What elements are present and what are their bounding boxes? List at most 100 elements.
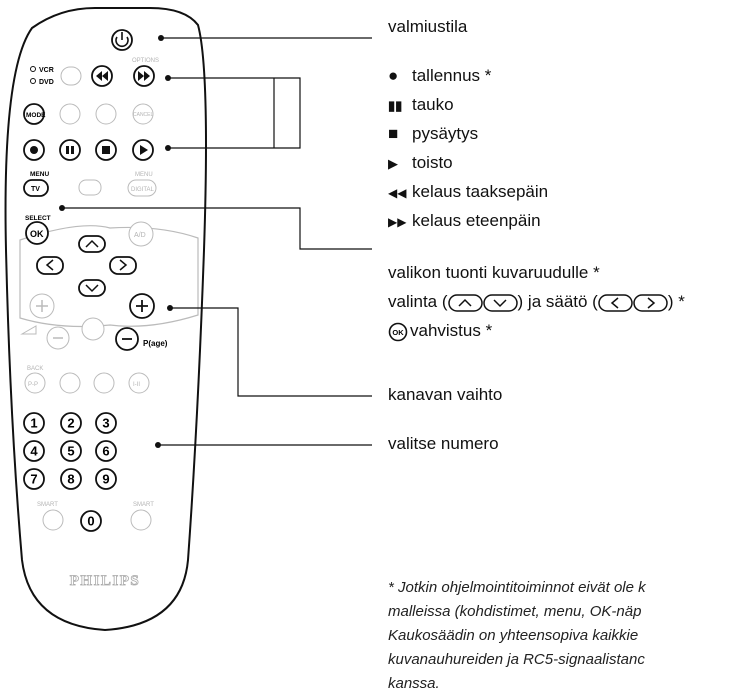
select-label: SELECT [25, 215, 51, 222]
forward-icon [138, 71, 150, 81]
legend-pause: ▮▮ tauko [388, 95, 454, 115]
rewind-symbol-icon: ◀◀ [388, 186, 407, 200]
digit-button-6[interactable] [95, 440, 117, 462]
left-right-cursor-icon [598, 293, 668, 312]
digit-label-7: 7 [30, 472, 37, 487]
digit-button-7[interactable] [23, 468, 45, 490]
play-icon [140, 145, 148, 155]
ok-button-icon: OK [388, 322, 408, 341]
chevron-down-icon [85, 284, 99, 293]
ad-button[interactable] [128, 221, 154, 247]
footnote: * Jotkin ohjelmointitoiminnot eivät ole … [388, 579, 646, 692]
remote-diagram: VCR DVD OPTIONS MODE CANCEL MENU TV MENU [4, 7, 372, 632]
chevron-left-icon [45, 259, 54, 271]
dot-transport [165, 145, 171, 151]
digit-label-6: 6 [102, 444, 109, 459]
pause-text: tauko [412, 95, 454, 114]
smart-label-right: SMART [133, 502, 154, 508]
digit-label-3: 3 [102, 416, 109, 431]
cursor-down-button[interactable] [78, 279, 106, 297]
subtitle-button[interactable] [95, 103, 117, 125]
digit-button-4[interactable] [23, 440, 45, 462]
dot-digits [155, 442, 161, 448]
leader-rewind-forward [168, 77, 301, 149]
play-symbol-icon: ▶ [388, 156, 398, 171]
cursor-right-button[interactable] [109, 256, 137, 275]
chevron-right-icon [119, 259, 128, 271]
rewind-text: kelaus taaksepäin [412, 182, 549, 201]
digit-button-8[interactable] [60, 468, 82, 490]
vcr-led [30, 66, 36, 72]
brand-logo: PHILIPS [70, 573, 141, 589]
dvd-led [30, 78, 36, 84]
page-label: P(age) [143, 339, 168, 348]
label-number: valitse numero [388, 434, 499, 453]
select-prefix: valinta ( [388, 292, 448, 311]
confirm-text: vahvistus * [410, 321, 493, 340]
record-text: tallennus * [412, 66, 492, 85]
screen-format-button[interactable] [78, 179, 102, 196]
dvd-label: DVD [39, 79, 54, 86]
stop-text: pysäytys [412, 124, 479, 143]
teletext-button[interactable] [60, 66, 82, 86]
digit-button-3[interactable] [95, 412, 117, 434]
digit-button-9[interactable] [95, 468, 117, 490]
stop-symbol-icon: ■ [388, 124, 399, 143]
pp-label: P-P [28, 382, 38, 388]
cancel-button[interactable] [132, 103, 154, 125]
up-down-cursor-icon [447, 293, 518, 312]
digit-button-0[interactable] [80, 510, 102, 532]
menu-tv-button[interactable] [23, 179, 49, 197]
legend-play: ▶ toisto [388, 153, 453, 173]
forward-symbol-icon: ▶▶ [388, 215, 407, 229]
digit-button-2[interactable] [60, 412, 82, 434]
pause-button[interactable] [59, 139, 81, 161]
cursor-left-button[interactable] [36, 256, 64, 275]
smart-picture-button[interactable] [130, 509, 152, 531]
plus-icon-program [136, 300, 148, 312]
vcr-label: VCR [39, 67, 54, 74]
digital-label: DIGITAL [131, 187, 155, 193]
dual-button[interactable] [128, 372, 150, 394]
digit-label-2: 2 [67, 416, 74, 431]
pause-symbol-icon: ▮▮ [388, 98, 403, 113]
record-icon [30, 146, 38, 154]
record-symbol-icon: ● [388, 66, 399, 85]
chevron-up-icon [85, 239, 99, 248]
volume-ramp-icon [20, 325, 37, 335]
ok-label: OK [30, 229, 44, 239]
legend-forward: ▶▶ kelaus eteenpäin [388, 211, 541, 231]
plus-icon-volume [36, 300, 48, 312]
label-select-adjust: valinta () ja säätö () * [388, 292, 685, 313]
digital-button[interactable] [127, 179, 157, 197]
dot-program [167, 305, 173, 311]
smart-label-left: SMART [37, 502, 58, 508]
tv-label: TV [31, 186, 40, 193]
digit-button-5[interactable] [60, 440, 82, 462]
digit-label-9: 9 [102, 472, 109, 487]
mode-button[interactable] [23, 103, 45, 125]
dot-menu [59, 205, 65, 211]
source-button[interactable] [59, 103, 81, 125]
menu-label-right: MENU [135, 172, 153, 178]
select-suffix: ) * [667, 292, 685, 311]
mode-label: MODE [26, 112, 46, 119]
ad-label: A/D [134, 232, 146, 239]
surround-button[interactable] [93, 372, 115, 394]
leader-dots [59, 35, 173, 448]
power-icon [115, 32, 129, 48]
mute-button[interactable] [81, 317, 105, 341]
i-ii-label: I-II [133, 382, 140, 388]
digit-button-1[interactable] [23, 412, 45, 434]
play-text: toisto [412, 153, 453, 172]
leader-program [170, 307, 372, 397]
cursor-up-button[interactable] [78, 235, 106, 253]
legend-stop: ■ pysäytys [388, 124, 478, 144]
ok-button[interactable] [25, 221, 49, 245]
pp-button[interactable] [24, 372, 46, 394]
freeze-button[interactable] [59, 372, 81, 394]
smart-sound-button[interactable] [42, 509, 64, 531]
forward-text: kelaus eteenpäin [412, 211, 541, 230]
